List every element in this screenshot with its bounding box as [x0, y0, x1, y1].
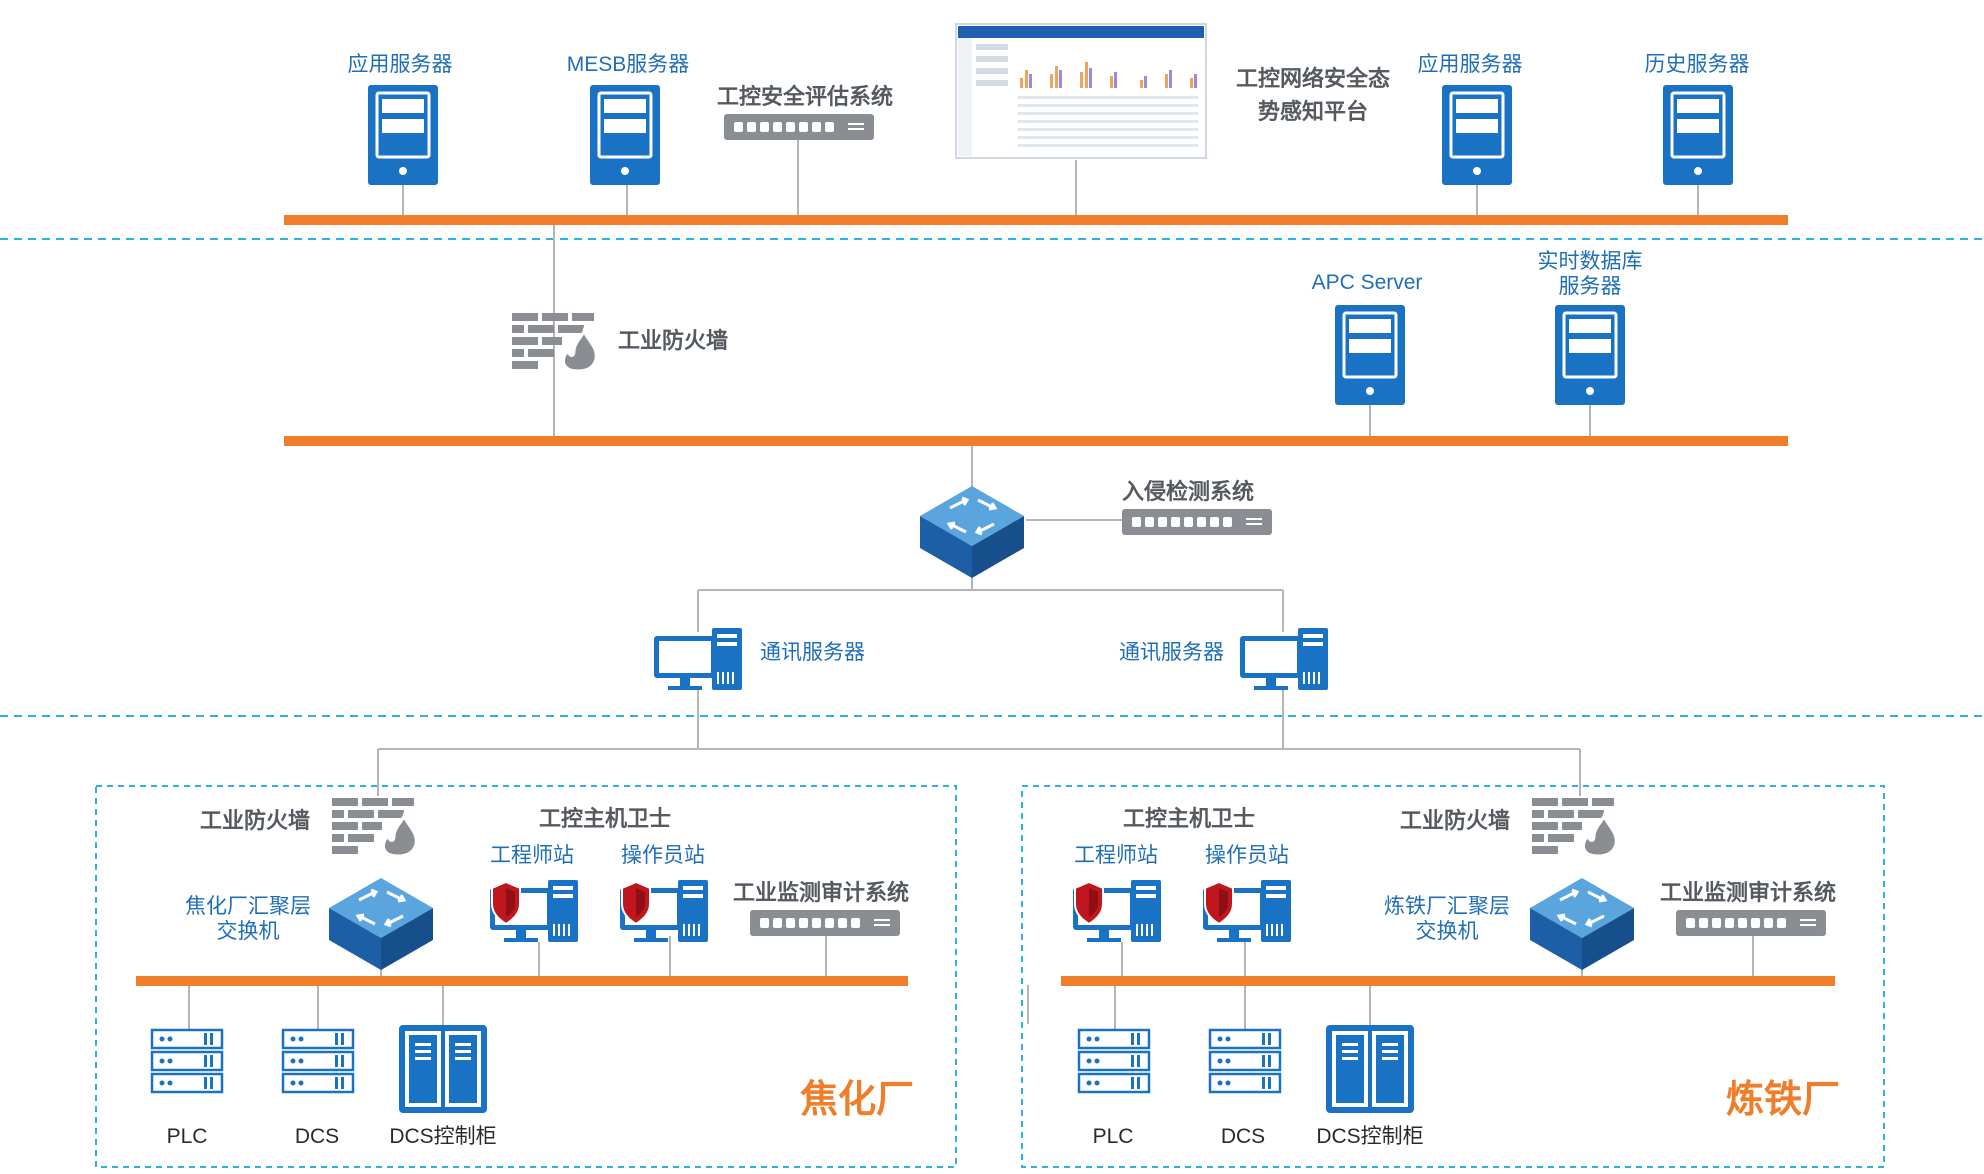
- ids-label: 入侵检测系统: [1122, 479, 1255, 504]
- connector-lines: [188, 135, 1754, 1030]
- coking-plc-icon[interactable]: [150, 1028, 224, 1094]
- ironmaking-switch-label-line1: 炼铁厂汇聚层: [1384, 895, 1510, 918]
- coking-dcs-cabinet-icon[interactable]: [399, 1025, 487, 1113]
- industrial-firewall-label: 工业防火墙: [618, 328, 729, 353]
- history-server-icon[interactable]: [1661, 83, 1735, 187]
- history-server-label: 历史服务器: [1644, 53, 1750, 76]
- bus-ironmaking-plant: [1061, 976, 1835, 986]
- bus-management-layer: [284, 215, 1788, 225]
- coking-operator-station-icon[interactable]: [620, 880, 708, 942]
- comm-server-right-label: 通讯服务器: [1119, 641, 1224, 664]
- coking-plc-label: PLC: [166, 1125, 208, 1148]
- ironmaking-dcs-cabinet-icon[interactable]: [1326, 1025, 1414, 1113]
- situation-awareness-dashboard-icon[interactable]: [955, 23, 1207, 159]
- ironmaking-dcs-label: DCS: [1220, 1125, 1266, 1148]
- situation-platform-label-line1: 工控网络安全态: [1235, 66, 1391, 91]
- ironmaking-switch-icon[interactable]: [1528, 876, 1636, 972]
- bus-coking-plant: [136, 976, 908, 986]
- coking-engineer-station-label: 工程师站: [490, 844, 574, 867]
- ironmaking-plc-label: PLC: [1092, 1125, 1134, 1148]
- rtdb-server-icon[interactable]: [1553, 303, 1627, 407]
- ironmaking-firewall-label: 工业防火墙: [1399, 808, 1510, 833]
- rtdb-server-label-line2: 服务器: [1558, 275, 1622, 298]
- rtdb-server-label-line1: 实时数据库: [1537, 250, 1643, 273]
- ironmaking-operator-station-label: 操作员站: [1205, 844, 1289, 867]
- ironmaking-engineer-station-icon[interactable]: [1073, 880, 1161, 942]
- ids-appliance-icon[interactable]: [1122, 509, 1272, 535]
- ironmaking-host-guard-label: 工控主机卫士: [1122, 806, 1256, 831]
- mesb-server-label: MESB服务器: [566, 53, 690, 76]
- app-server-left-icon[interactable]: [366, 83, 440, 187]
- situation-platform-label-line2: 势感知平台: [1257, 99, 1369, 124]
- ironmaking-plant-title: 炼铁厂: [1726, 1079, 1841, 1121]
- coking-audit-label: 工业监测审计系统: [732, 880, 910, 905]
- comm-server-left-icon[interactable]: [654, 628, 742, 690]
- ironmaking-switch-label-line2: 交换机: [1415, 920, 1479, 943]
- ironmaking-plant-zone: [1021, 785, 1885, 1168]
- apc-server-label: APC Server: [1311, 271, 1423, 294]
- app-server-right-label: 应用服务器: [1417, 53, 1523, 76]
- ironmaking-audit-label: 工业监测审计系统: [1659, 880, 1837, 905]
- coking-firewall-icon[interactable]: [330, 796, 418, 858]
- app-server-left-label: 应用服务器: [347, 53, 453, 76]
- ironmaking-dcs-cabinet-label: DCS控制柜: [1316, 1125, 1424, 1148]
- mesb-server-icon[interactable]: [588, 83, 662, 187]
- coking-switch-icon[interactable]: [327, 876, 435, 972]
- coking-dcs-cabinet-label: DCS控制柜: [389, 1125, 497, 1148]
- ironmaking-operator-station-icon[interactable]: [1203, 880, 1291, 942]
- coking-host-guard-label: 工控主机卫士: [538, 806, 672, 831]
- coking-dcs-icon[interactable]: [281, 1028, 355, 1094]
- security-assessment-label: 工控安全评估系统: [716, 84, 894, 109]
- coking-plant-zone: [95, 785, 957, 1168]
- ironmaking-plc-icon[interactable]: [1077, 1028, 1151, 1094]
- app-server-right-icon[interactable]: [1440, 83, 1514, 187]
- bus-control-layer: [284, 436, 1788, 446]
- comm-server-right-icon[interactable]: [1240, 628, 1328, 690]
- coking-engineer-station-icon[interactable]: [490, 880, 578, 942]
- coking-audit-appliance-icon[interactable]: [750, 910, 900, 936]
- core-switch-icon[interactable]: [918, 484, 1026, 580]
- coking-switch-label-line2: 交换机: [216, 920, 280, 943]
- ironmaking-firewall-icon[interactable]: [1530, 796, 1618, 858]
- ironmaking-dcs-icon[interactable]: [1208, 1028, 1282, 1094]
- network-buses: [136, 215, 1835, 986]
- coking-operator-station-label: 操作员站: [621, 844, 705, 867]
- coking-plant-title: 焦化厂: [800, 1079, 915, 1121]
- coking-firewall-label: 工业防火墙: [199, 808, 310, 833]
- coking-dcs-label: DCS: [294, 1125, 340, 1148]
- comm-server-left-label: 通讯服务器: [760, 641, 865, 664]
- security-assessment-appliance-icon[interactable]: [724, 114, 874, 140]
- ironmaking-audit-appliance-icon[interactable]: [1676, 910, 1826, 936]
- apc-server-icon[interactable]: [1333, 303, 1407, 407]
- coking-switch-label-line1: 焦化厂汇聚层: [185, 895, 311, 918]
- ironmaking-engineer-station-label: 工程师站: [1074, 844, 1158, 867]
